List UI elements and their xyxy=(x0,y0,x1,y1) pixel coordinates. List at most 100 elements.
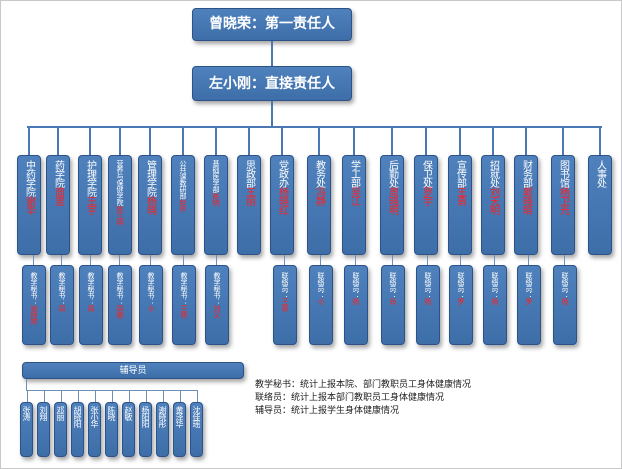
aide-box: 杨阳阳 xyxy=(139,402,152,457)
secretary-connector xyxy=(183,255,184,265)
aide-connector xyxy=(162,390,164,402)
secretary-person: 小 xyxy=(147,304,155,312)
secretary-role: 联络员： xyxy=(491,272,499,298)
secretary-role: 教学秘书： xyxy=(30,272,38,305)
secretary-role: 联络员： xyxy=(525,272,533,298)
secretary-text: 联络员：小 xyxy=(310,272,332,342)
department-name: 学工部 xyxy=(348,160,360,187)
department-drop-line xyxy=(562,126,564,155)
department-text: 招就处刘天明 xyxy=(482,160,504,252)
secretary-text: 教学秘书：周娜 xyxy=(109,272,131,342)
department-drop-line xyxy=(459,126,461,155)
aide-stem-line xyxy=(26,379,27,390)
department-person: 王勇 xyxy=(454,187,466,205)
department-person: 冯静 xyxy=(313,187,325,205)
aide-name: 赵敏 xyxy=(124,406,133,420)
aide-box: 刘翔 xyxy=(37,402,50,457)
first-responsible-box: 曾晓荣：第一责任人 xyxy=(192,8,352,41)
department-drop-line xyxy=(353,126,355,155)
secretary-connector xyxy=(150,255,151,265)
aide-box: 张涛 xyxy=(20,402,33,457)
secretary-box: 教学秘书：周娜 xyxy=(108,265,132,345)
department-box: 人事处 xyxy=(588,155,612,255)
department-person: 杨晓红 xyxy=(276,187,288,214)
aide-name: 邓丽 xyxy=(56,406,65,420)
secretary-person: 王丽 xyxy=(281,298,289,311)
department-person: 吴江 xyxy=(348,187,360,205)
secretary-role: 教学秘书： xyxy=(180,272,188,305)
department-drop-line xyxy=(182,126,184,155)
aide-connector xyxy=(179,390,181,402)
secretary-role: 教学秘书： xyxy=(116,272,124,305)
aide-name: 黄泽华 xyxy=(175,406,184,427)
secretary-connector xyxy=(33,255,34,265)
department-box: 招就处刘天明 xyxy=(481,155,505,255)
department-person: 周晓明 xyxy=(386,187,398,214)
department-person: 陈江明 xyxy=(116,205,124,226)
department-drop-line xyxy=(119,126,121,155)
aide-connector xyxy=(43,390,45,402)
secretary-text: 教学秘书：周 xyxy=(51,272,73,342)
department-text: 教务处冯静 xyxy=(308,160,330,252)
secretary-box: 联络员：王丽 xyxy=(273,265,297,345)
department-person: 杨晓 xyxy=(144,196,156,214)
department-box: 图书馆杨卫光 xyxy=(551,155,575,255)
secretary-text: 教学秘书：周 xyxy=(80,272,102,342)
direct-responsible-box: 左小刚：直接责任人 xyxy=(192,66,352,101)
aide-text: 谢晓彤 xyxy=(157,406,168,454)
aide-text: 陈晓 xyxy=(106,406,117,454)
department-box: 后勤处周晓明 xyxy=(380,155,404,255)
secretary-text: 联络员：罗 xyxy=(450,272,472,342)
secretary-connector xyxy=(355,255,356,265)
department-name: 党政办 xyxy=(276,160,288,187)
department-text: 基础医学部陈明 xyxy=(205,160,227,252)
secretary-role: 联络员： xyxy=(424,272,432,298)
first-responsible-label: 曾晓荣：第一责任人 xyxy=(209,16,335,32)
secretary-role: 教学秘书： xyxy=(147,272,155,305)
secretary-connector xyxy=(494,255,495,265)
secretary-text: 联络员：杨 xyxy=(484,272,506,342)
department-text: 财务部郭晓晗 xyxy=(515,160,537,252)
secretary-role: 联络员： xyxy=(389,272,397,298)
secretary-text: 联络员：杨 xyxy=(417,272,439,342)
department-drop-line xyxy=(28,126,30,155)
aide-text: 杨阳阳 xyxy=(140,406,151,454)
department-drop-line xyxy=(391,126,393,155)
department-text: 中药学院谢华 xyxy=(18,160,40,252)
department-text: 后勤处周晓明 xyxy=(381,160,403,252)
secretary-box: 联络员：杨 xyxy=(483,265,507,345)
aide-connector xyxy=(26,390,28,402)
secretary-box: 教学秘书：周 xyxy=(50,265,74,345)
secretary-person: 周 xyxy=(87,304,95,312)
department-box: 财务部郭晓晗 xyxy=(514,155,538,255)
aide-name: 陈晓 xyxy=(107,406,116,420)
department-person: 陈明 xyxy=(212,192,220,206)
secretary-role: 联络员： xyxy=(317,272,325,298)
secretary-person: 杨 xyxy=(491,298,499,305)
aide-text: 黄泽华 xyxy=(174,406,185,454)
department-name: 中药学院 xyxy=(23,160,35,196)
aide-connector xyxy=(196,390,198,402)
secretary-person: 罗 xyxy=(457,298,465,305)
department-name: 招就处 xyxy=(487,160,499,187)
secretary-text: 教学秘书：刘义 xyxy=(206,272,228,342)
aide-connector xyxy=(77,390,79,402)
secretary-box: 教学秘书：谢晓婷 xyxy=(22,265,46,345)
department-drop-line xyxy=(149,126,151,155)
secretary-role: 联络员： xyxy=(457,272,465,298)
guide-bar-label: 辅导员 xyxy=(119,366,147,376)
department-text: 公共课教研部赵作 xyxy=(172,160,194,252)
department-name: 思政部 xyxy=(243,160,255,187)
legend-line-secretary: 教学秘书：统计上报本院、部门教职员工身体健康情况 xyxy=(255,380,472,390)
guide-bar: 辅导员 xyxy=(22,362,244,379)
department-name: 公共课教研部 xyxy=(179,160,187,199)
aide-name: 谢晓彤 xyxy=(158,406,167,427)
aide-text: 沈佳瑶 xyxy=(191,406,202,454)
department-name: 财务部 xyxy=(520,160,532,187)
secretary-person: 罗 xyxy=(525,298,533,305)
department-person: 周里 xyxy=(52,187,64,205)
department-name: 宣传部 xyxy=(454,160,466,187)
department-person: 罗宇 xyxy=(420,187,432,205)
secretary-text: 联络员：杨 xyxy=(554,272,576,342)
department-box: 中药学院谢华 xyxy=(17,155,41,255)
